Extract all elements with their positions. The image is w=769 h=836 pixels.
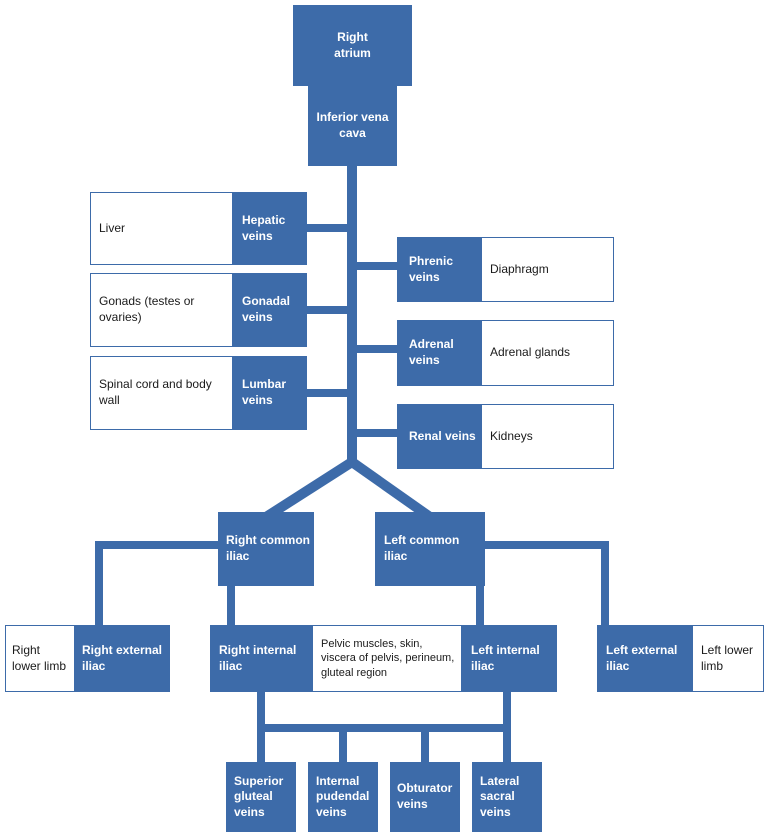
node-left-internal-iliac: Left internal iliac xyxy=(462,625,557,692)
organ-diaphragm: Diaphragm xyxy=(481,237,614,302)
organ-spinal-cord: Spinal cord and body wall xyxy=(90,356,233,430)
organ-pelvic-region: Pelvic muscles, skin, viscera of pelvis,… xyxy=(312,625,462,692)
connector-vena-cava-trunk xyxy=(347,160,357,468)
connector-tributaries-horizontal xyxy=(257,724,511,732)
node-renal-veins: Renal veins xyxy=(397,404,481,469)
connector-gonadal xyxy=(307,306,348,314)
node-right-atrium: Right atrium xyxy=(293,5,412,86)
connector-renal xyxy=(357,429,397,437)
connector-left-external-vertical xyxy=(601,541,609,625)
organ-gonads: Gonads (testes or ovaries) xyxy=(90,273,233,347)
node-inferior-vena-cava: Inferior vena cava xyxy=(308,86,397,166)
connector-adrenal xyxy=(357,345,397,353)
connector-right-external-horizontal xyxy=(95,541,218,549)
organ-liver: Liver xyxy=(90,192,233,265)
node-right-common-iliac: Right common iliac xyxy=(218,512,314,586)
connector-lumbar xyxy=(307,389,348,397)
node-phrenic-veins: Phrenic veins xyxy=(397,237,481,302)
node-internal-pudendal-veins: Internal pudendal veins xyxy=(308,762,378,832)
node-hepatic-veins: Hepatic veins xyxy=(233,192,307,265)
organ-kidneys: Kidneys xyxy=(481,404,614,469)
connector-left-external-horizontal xyxy=(485,541,609,549)
connector-right-internal-vertical xyxy=(227,586,235,625)
node-right-internal-iliac: Right internal iliac xyxy=(210,625,312,692)
node-superior-gluteal-veins: Superior gluteal veins xyxy=(226,762,296,832)
connector-tributary-drop-2 xyxy=(339,732,347,762)
node-lateral-sacral-veins: Lateral sacral veins xyxy=(472,762,542,832)
connector-left-internal-vertical xyxy=(476,586,484,625)
node-left-external-iliac: Left external iliac xyxy=(597,625,692,692)
node-lumbar-veins: Lumbar veins xyxy=(233,356,307,430)
organ-left-lower-limb: Left lower limb xyxy=(692,625,764,692)
node-gonadal-veins: Gonadal veins xyxy=(233,273,307,347)
organ-right-lower-limb: Right lower limb xyxy=(5,625,75,692)
node-obturator-veins: Obturator veins xyxy=(390,762,460,832)
node-right-external-iliac: Right external iliac xyxy=(75,625,170,692)
organ-adrenal-glands: Adrenal glands xyxy=(481,320,614,386)
node-left-common-iliac: Left common iliac xyxy=(375,512,485,586)
connector-phrenic xyxy=(357,262,397,270)
connector-right-external-vertical xyxy=(95,541,103,625)
node-adrenal-veins: Adrenal veins xyxy=(397,320,481,386)
connector-tributary-drop-3 xyxy=(421,732,429,762)
connector-hepatic xyxy=(307,224,348,232)
